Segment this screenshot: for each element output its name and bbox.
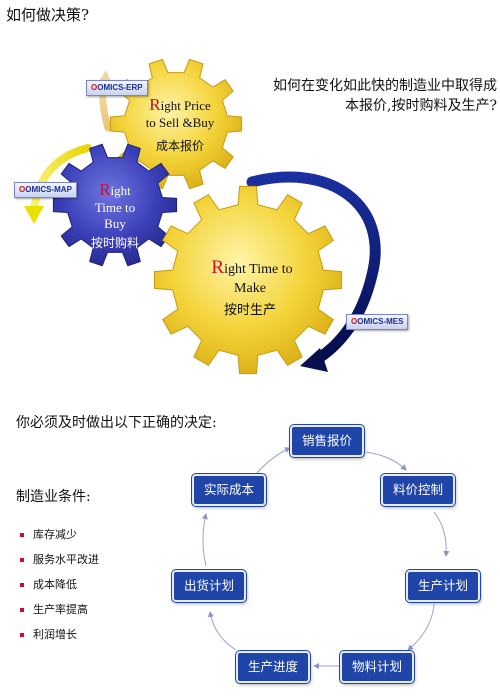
omics-map-tag: OOMICS-MAP [14,182,77,198]
gear-buy-line1: Right [99,180,131,199]
cycle-arrow [207,611,237,651]
gear-buy [52,143,178,267]
cycle-box-shipping-plan: 出货计划 [172,570,247,602]
cycle-arrow [407,603,435,651]
gear-icon [153,185,343,375]
conditions-heading: 制造业条件: [16,489,91,505]
cycle-box-material-plan: 物料计划 [340,651,415,683]
gear-make-line1: Right Time to [211,257,292,278]
gear-buy-line2: Time to [95,200,135,215]
condition-item: 成本降低 [20,578,99,603]
question-text: 如何在变化如此快的制造业中取得成本报价,按时购料及生产? [273,78,497,114]
condition-item: 服务水平改进 [20,553,99,578]
gear-make-chinese: 按时生产 [224,302,276,317]
omics-mes-tag: OOMICS-MES [346,314,409,330]
cycle-arrow [201,513,208,567]
cycle-box-sales-quote: 销售报价 [290,425,365,457]
conditions-list: 库存减少 服务水平改进 成本降低 生产率提高 利润增长 [20,528,99,653]
condition-item: 库存减少 [20,528,99,553]
omics-map-label: OMICS-MAP [25,185,72,194]
cycle-arrow [255,447,291,475]
gear-make-line2: Make [234,281,266,296]
omics-erp-tag: OOMICS-ERP [86,80,148,96]
decision-heading: 你必须及时做出以下正确的决定: [16,415,217,431]
gear-icon [52,143,178,267]
condition-item: 利润增长 [20,628,99,653]
gear-price-chinese: 成本报价 [156,138,204,153]
gear-price-line2: to Sell &Buy [146,115,215,130]
cycle-box-actual-cost: 实际成本 [192,474,267,506]
cycle-arrow [433,511,450,557]
cycle-arrow [365,451,407,471]
gear-make [153,185,343,375]
page-title: 如何做决策? [6,6,90,24]
omics-mes-label: OMICS-MES [357,317,404,326]
gear-buy-chinese: 按时购料 [91,235,139,250]
mes-arrow-icon [246,171,381,372]
gears-diagram: Right Price to Sell &Buy 成本报价 Right Time… [24,58,381,375]
cycle-box-material-cost: 料价控制 [381,474,456,506]
gear-buy-line3: Buy [104,216,126,231]
cycle-box-production-plan: 生产计划 [406,570,481,602]
cycle-box-production-progress: 生产进度 [236,651,311,683]
map-arrow-icon [24,144,92,224]
omics-erp-label: OMICS-ERP [97,83,143,92]
condition-item: 生产率提高 [20,603,99,628]
gear-price-line1: Right Price [149,95,211,114]
